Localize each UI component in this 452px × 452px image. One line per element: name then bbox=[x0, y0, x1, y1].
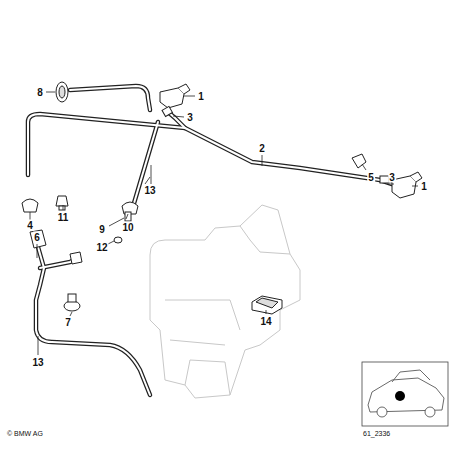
leader-lines bbox=[30, 92, 418, 355]
callout-number: 1 bbox=[197, 91, 205, 102]
footnote-text: 61_2336 bbox=[362, 430, 391, 438]
callout-number: 11 bbox=[57, 212, 70, 223]
callout-number: 1 bbox=[420, 181, 428, 192]
vehicle-inset bbox=[362, 362, 448, 426]
parts bbox=[22, 82, 422, 314]
callout-number: 13 bbox=[143, 185, 156, 196]
callout-number: 12 bbox=[95, 242, 108, 253]
callout-number: 2 bbox=[258, 143, 266, 154]
footnote-text: © BMW AG bbox=[6, 430, 44, 438]
callout-number: 8 bbox=[36, 87, 44, 98]
callout-number: 10 bbox=[121, 222, 134, 233]
callout-number: 9 bbox=[98, 224, 106, 235]
hose-lines bbox=[28, 86, 392, 395]
callout-number: 5 bbox=[367, 172, 375, 183]
callout-number: 6 bbox=[33, 232, 41, 243]
callout-number: 4 bbox=[26, 220, 34, 231]
callout-number: 14 bbox=[259, 316, 272, 327]
washer-tank bbox=[150, 205, 300, 398]
callout-number: 3 bbox=[388, 172, 396, 183]
callout-number: 3 bbox=[186, 112, 194, 123]
callout-number: 13 bbox=[31, 357, 44, 368]
callout-number: 7 bbox=[64, 317, 72, 328]
